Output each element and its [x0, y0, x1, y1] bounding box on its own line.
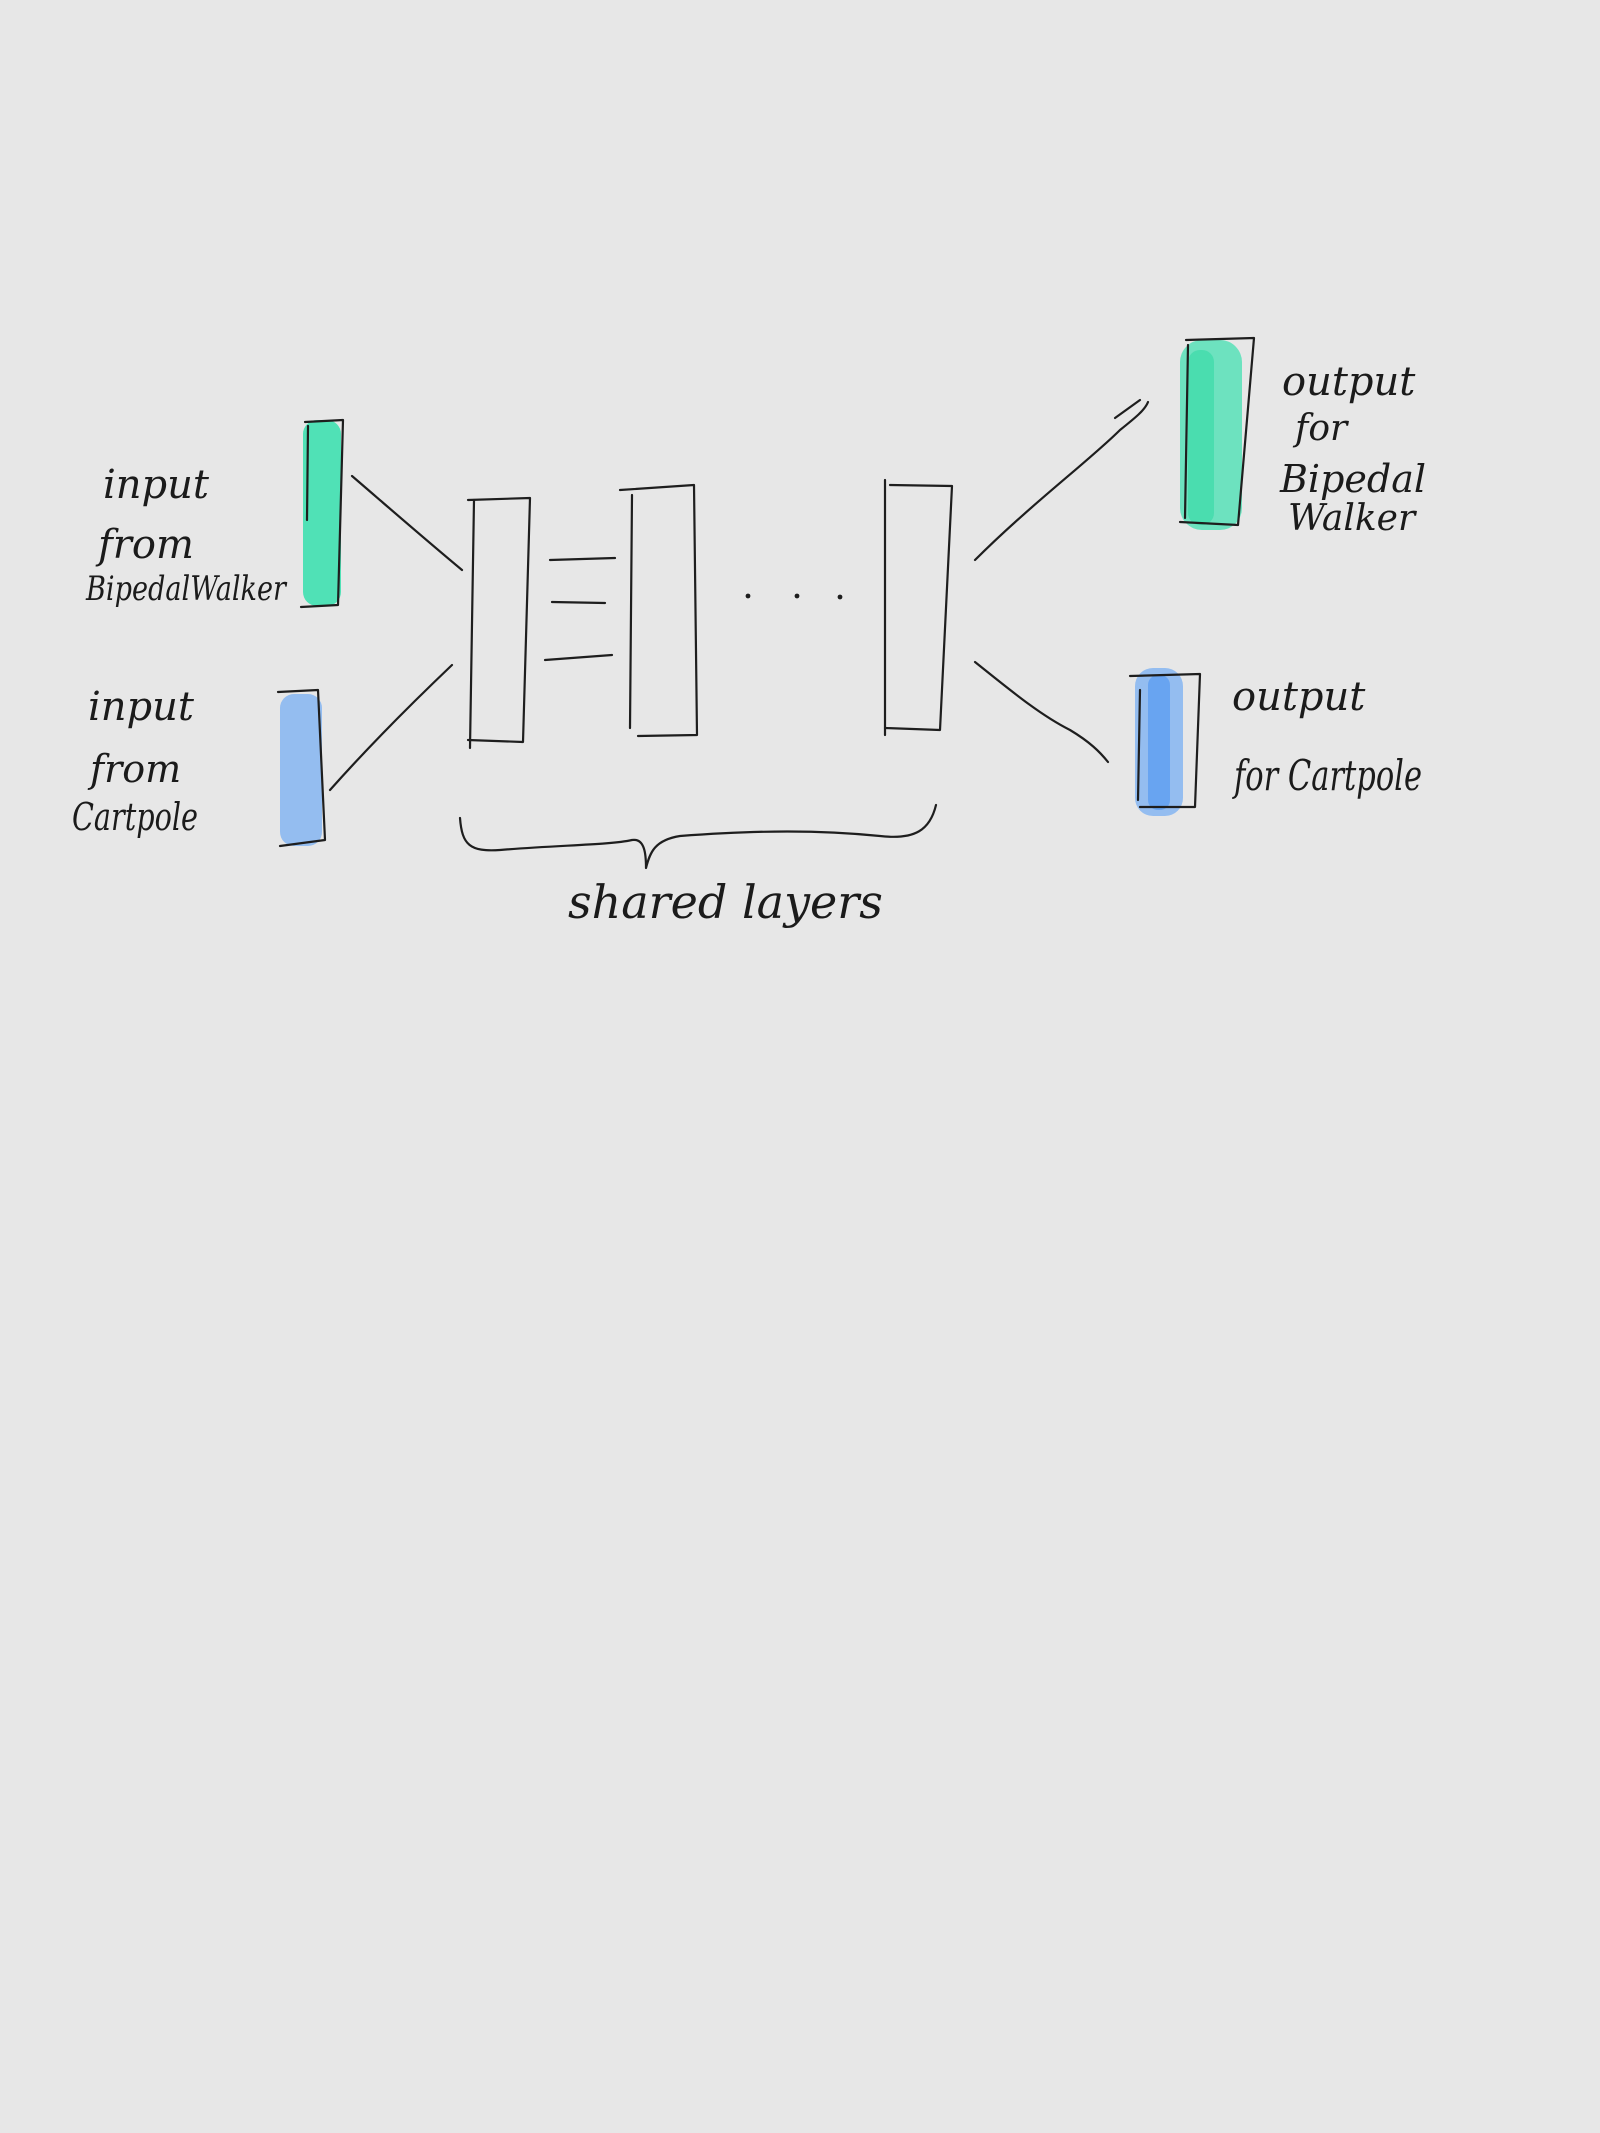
- svg-text:BipedalWalker: BipedalWalker: [85, 569, 287, 609]
- svg-text:Bipedal: Bipedal: [1279, 457, 1426, 501]
- shared-layer-1: [466, 496, 532, 750]
- layer-connection-lines: [543, 556, 617, 662]
- svg-text:Walker: Walker: [1288, 498, 1417, 539]
- connector-cartpole-in: [328, 663, 454, 792]
- svg-text:from: from: [87, 747, 181, 791]
- svg-text:Cartpole: Cartpole: [72, 795, 198, 839]
- svg-text:for Cartpole: for Cartpole: [1232, 751, 1422, 800]
- input-bipedal-vector: [299, 418, 345, 609]
- input-bipedal-label: input from BipedalWalker: [85, 462, 287, 609]
- output-bipedal-vector: [1178, 336, 1256, 530]
- svg-text:output: output: [1232, 674, 1366, 720]
- ellipsis: [745, 593, 843, 600]
- svg-text:from: from: [95, 522, 194, 568]
- svg-text:output: output: [1282, 359, 1416, 405]
- svg-text:input: input: [88, 684, 195, 730]
- svg-text:input: input: [103, 462, 210, 508]
- input-cartpole-label: input from Cartpole: [72, 684, 198, 839]
- input-cartpole-vector: [276, 688, 327, 848]
- output-cartpole-label: output for Cartpole: [1232, 674, 1422, 800]
- svg-text:for: for: [1292, 408, 1349, 449]
- output-bipedal-label: output for Bipedal Walker: [1279, 359, 1426, 539]
- output-cartpole-vector: [1128, 668, 1202, 816]
- shared-layer-2: [618, 483, 699, 738]
- shared-layers-label: shared layers: [568, 875, 883, 929]
- connector-bipedal-out-tick: [1113, 398, 1142, 420]
- shared-layers-brace: [458, 803, 938, 870]
- connector-cartpole-out: [973, 660, 1110, 764]
- connector-bipedal-out: [973, 400, 1150, 562]
- connector-bipedal-in: [350, 474, 464, 572]
- shared-layer-3: [883, 478, 954, 737]
